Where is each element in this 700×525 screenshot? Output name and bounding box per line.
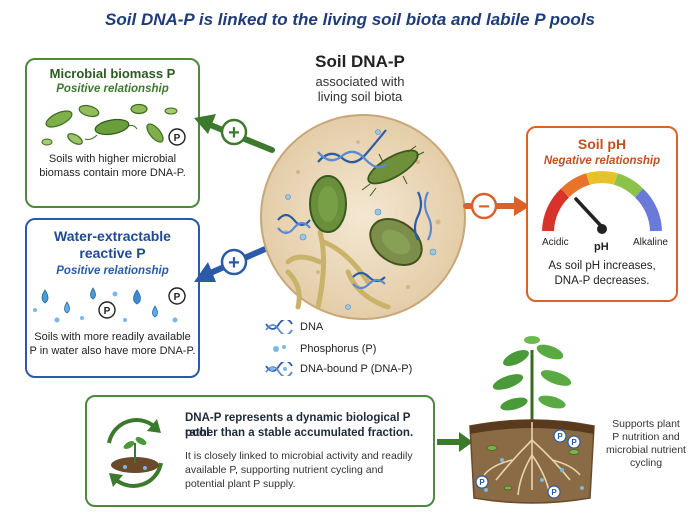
water-title-1: Water-extractable: [54, 228, 171, 244]
plus-sign-icon: [220, 248, 248, 276]
phosphorus-dot-icon: [273, 345, 286, 352]
bottom-bold-1: DNA-P represents a dynamic biological P …: [185, 412, 411, 439]
soil-biota-circle: [260, 114, 466, 320]
plant-illustration: P P P P: [469, 336, 595, 504]
svg-text:P: P: [479, 478, 485, 487]
microbial-text-2: biomass contain more DNA-P.: [39, 167, 186, 179]
water-text-1: Soils with more readily available: [34, 331, 191, 343]
page-title: Soil DNA-P is linked to the living soil …: [105, 10, 595, 29]
phosphorus-icon: P: [168, 287, 186, 305]
ph-text-2: DNA-P decreases.: [554, 275, 650, 287]
svg-text:P: P: [557, 432, 563, 441]
center-subtitle-1: associated with: [315, 74, 405, 89]
center-title: Soil DNA-P: [315, 52, 405, 71]
ph-gauge-needle: [574, 197, 604, 229]
water-title-2: reactive P: [79, 245, 146, 261]
microbial-biomass-box: Microbial biomass P Positive relationshi…: [25, 58, 200, 208]
fungal-hyphae-icon: [285, 229, 391, 310]
legend-dna-bound-label: DNA-bound P (DNA-P): [300, 363, 413, 375]
phosphorus-icon: P: [168, 128, 186, 146]
supports-text: Supports plant P nutrition and microbial…: [598, 418, 694, 470]
water-relationship: Positive relationship: [56, 265, 169, 277]
microbes-illustration: P: [41, 103, 186, 146]
soil-ph-box: Soil pH Negative relationship Acidic pH …: [526, 126, 678, 302]
microbial-relationship: Positive relationship: [56, 83, 169, 95]
ph-title: Soil pH: [577, 136, 627, 152]
supports-line-1: Supports plant: [612, 418, 680, 430]
ph-alkaline-label: Alkaline: [632, 237, 668, 248]
supports-line-4: cycling: [629, 457, 663, 469]
supports-line-3: microbial nutrient: [606, 444, 686, 456]
plant-leaves-icon: [492, 336, 572, 422]
dna-icon: [265, 320, 293, 334]
legend-dna-label: DNA: [300, 321, 324, 333]
soil-cross-section-icon: P P P P: [469, 419, 595, 504]
ph-relationship: Negative relationship: [543, 155, 661, 167]
svg-text:P: P: [551, 488, 557, 497]
bottom-text-2: available P, supporting nutrient cycling…: [185, 464, 384, 476]
legend-dna-bound: DNA-bound P (DNA-P): [264, 362, 412, 376]
bottom-text-3: potential plant P supply.: [185, 478, 296, 490]
water-p-label: P: [104, 306, 111, 317]
microbial-p-label: P: [174, 133, 181, 144]
phosphorus-icon: P: [98, 301, 116, 319]
ph-gauge-icon: [542, 171, 662, 234]
water-positive-arrow: +: [194, 243, 275, 282]
microbe-cell-icon: [41, 103, 178, 146]
dna-icon: [277, 129, 433, 290]
svg-text:P: P: [174, 292, 181, 303]
water-sign: +: [228, 252, 240, 274]
supports-line-2: P nutrition and: [612, 431, 680, 443]
ph-sign: −: [478, 196, 490, 218]
ph-acidic-label: Acidic: [542, 237, 569, 248]
dna-bound-p-icon: [265, 362, 293, 376]
microbe-cell-icon: [309, 175, 347, 233]
plant-arrow: [437, 432, 473, 452]
microbial-text-1: Soils with higher microbial: [48, 153, 177, 165]
microbial-positive-arrow: +: [194, 114, 275, 153]
nutrient-cycle-icon: [107, 418, 163, 488]
bottom-bold-2: rather than a stable accumulated fractio…: [185, 427, 414, 439]
legend-dna: DNA: [264, 320, 323, 334]
bottom-text-1: It is closely linked to microbial activi…: [185, 450, 413, 462]
ph-label: pH: [594, 241, 609, 253]
microbial-biomass-title: Microbial biomass P: [49, 66, 176, 81]
water-droplets-illustration: P P: [33, 287, 186, 323]
microbe-cell-icon: [369, 218, 423, 266]
legend-phosphorus: Phosphorus (P): [270, 342, 376, 356]
dynamic-pool-box: DNA-P represents a dynamic biological P …: [85, 395, 435, 507]
microbial-sign: +: [228, 122, 240, 144]
legend-phosphorus-label: Phosphorus (P): [300, 343, 377, 355]
plus-sign-icon: [220, 118, 248, 146]
ph-negative-arrow: −: [463, 192, 530, 220]
bacterium-icon: [361, 145, 425, 197]
svg-text:P: P: [571, 438, 577, 447]
water-drop-icon: [33, 287, 178, 323]
minus-sign-icon: [470, 192, 498, 220]
phosphorus-icon: P P P P: [475, 429, 581, 499]
ph-text-1: As soil pH increases,: [548, 260, 656, 272]
center-subtitle-2: living soil biota: [317, 89, 403, 104]
water-text-2: P in water also have more DNA-P.: [29, 345, 196, 357]
water-extractable-box: Water-extractable reactive P Positive re…: [25, 218, 200, 378]
